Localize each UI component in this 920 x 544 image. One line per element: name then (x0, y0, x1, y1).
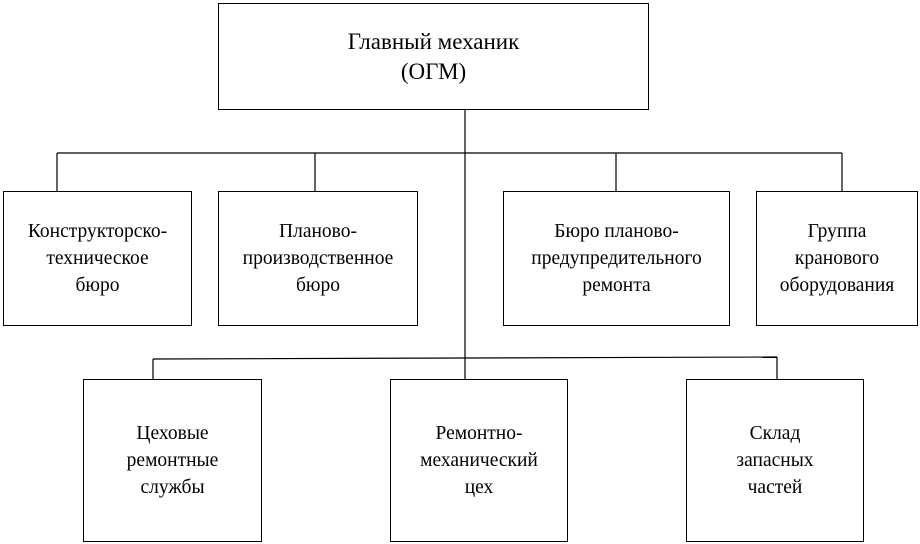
level2-bus-line (152, 356, 778, 360)
node-label: цех (464, 477, 494, 498)
node-label: механический (420, 450, 538, 471)
node-label: оборудования (779, 275, 895, 296)
node-label: бюро (295, 275, 340, 296)
node-label: Склад (749, 423, 801, 444)
node-label: Бюро планово- (554, 221, 679, 242)
node-label: Группа (807, 221, 867, 242)
node-label: кранового (794, 248, 880, 269)
node-label: техническое (46, 248, 149, 269)
node-label: запасных (736, 450, 814, 471)
node-maintenance-bureau: Бюро планово- предупредительного ремонта (503, 191, 730, 326)
node-repair-mechanical-shop: Ремонтно- механический цех (390, 379, 568, 542)
node-label: частей (747, 477, 803, 498)
node-design-bureau: Конструкторско- техническое бюро (3, 191, 192, 326)
node-label: (ОГМ) (400, 58, 467, 84)
node-label: бюро (75, 275, 120, 296)
node-label: ремонтные (126, 450, 219, 471)
node-label: службы (140, 477, 205, 498)
node-label: Конструкторско- (27, 221, 168, 242)
node-label: предупредительного (531, 248, 702, 269)
node-label: Ремонтно- (435, 423, 523, 444)
node-label: Главный механик (347, 28, 520, 54)
node-label: Цеховые (136, 423, 209, 444)
node-spare-parts-warehouse: Склад запасных частей (686, 379, 864, 542)
node-shop-repair-services: Цеховые ремонтные службы (83, 379, 262, 542)
node-crane-group: Группа кранового оборудования (756, 191, 918, 326)
node-label: ремонта (582, 275, 651, 296)
node-label: Планово- (279, 221, 357, 242)
root-node: Главный механик (ОГМ) (218, 3, 649, 110)
node-label: производственное (242, 248, 394, 269)
node-planning-bureau: Планово- производственное бюро (218, 191, 418, 326)
